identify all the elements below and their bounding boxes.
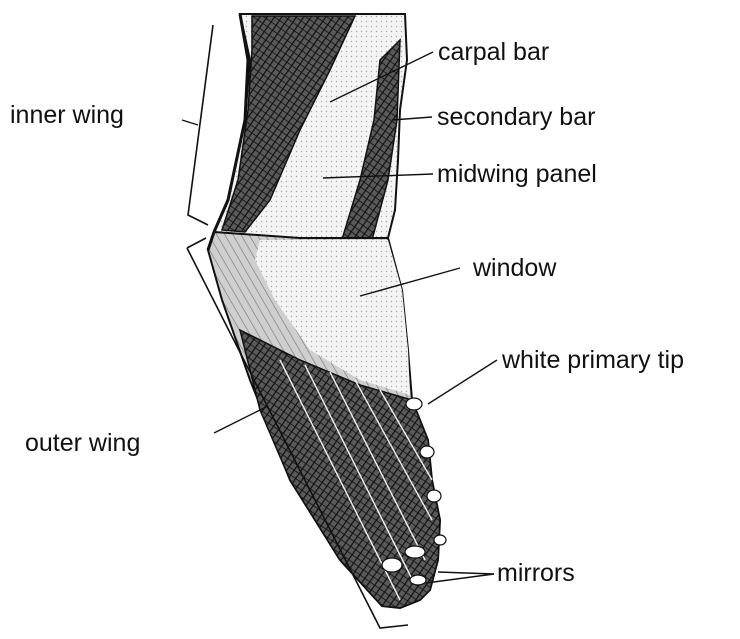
inner-wing-bracket xyxy=(188,25,213,225)
leader-inner-wing xyxy=(182,120,198,125)
leader-white-primary-tip xyxy=(428,360,497,404)
midwing-panel-label: midwing panel xyxy=(437,162,597,187)
mirrors-label: mirrors xyxy=(497,561,575,586)
leader-outer-wing xyxy=(214,406,268,433)
secondary-bar-label: secondary bar xyxy=(437,105,595,130)
inner-wing-label: inner wing xyxy=(10,103,124,128)
outer-wing-label: outer wing xyxy=(25,431,140,456)
leader-mirrors-2 xyxy=(426,574,494,583)
white-primary-tip-label: white primary tip xyxy=(502,348,684,373)
window-label: window xyxy=(473,256,556,281)
leader-mirrors-1 xyxy=(438,572,494,574)
carpal-bar-label: carpal bar xyxy=(438,40,549,65)
